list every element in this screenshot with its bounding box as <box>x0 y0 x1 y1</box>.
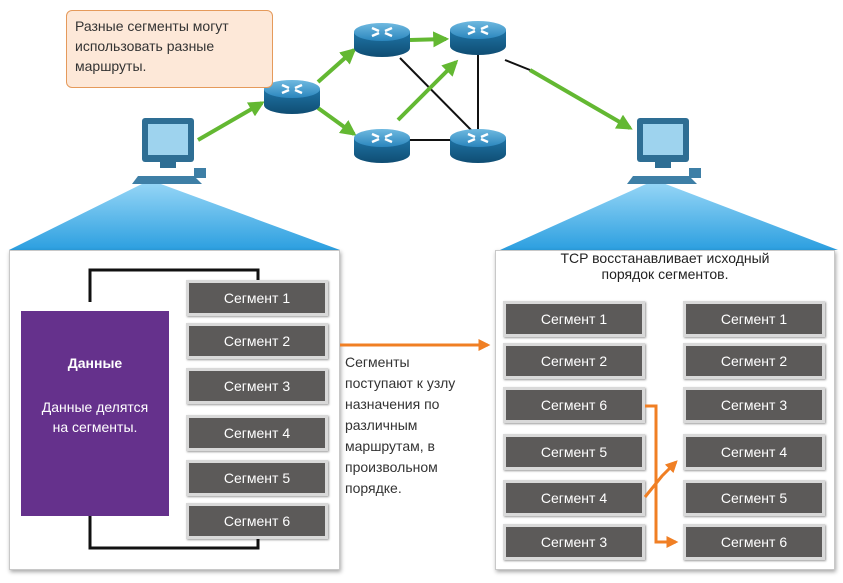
router-icon <box>354 23 410 57</box>
source-segment: Сегмент 2 <box>186 323 328 359</box>
source-computer-icon <box>132 118 206 184</box>
data-block: Данные Данные делятся на сегменты. <box>21 311 169 516</box>
received-segment: Сегмент 6 <box>503 387 645 423</box>
received-segment: Сегмент 5 <box>503 434 645 470</box>
router-icon <box>354 129 410 163</box>
ordered-segment: Сегмент 2 <box>683 343 825 379</box>
ordered-segment: Сегмент 3 <box>683 387 825 423</box>
transit-description: Сегменты поступают к узлу назначения по … <box>345 354 456 496</box>
note-callout: Разные сегменты могут использовать разны… <box>66 10 273 88</box>
destination-beam <box>500 180 838 250</box>
ordered-segment: Сегмент 5 <box>683 480 825 516</box>
received-segment: Сегмент 2 <box>503 343 645 379</box>
ordered-segment: Сегмент 6 <box>683 524 825 560</box>
source-segment: Сегмент 5 <box>186 460 328 496</box>
source-segment: Сегмент 4 <box>186 415 328 451</box>
ordered-segment: Сегмент 4 <box>683 434 825 470</box>
source-segment: Сегмент 1 <box>186 280 328 316</box>
data-description: Данные делятся на сегменты. <box>41 399 149 435</box>
data-title: Данные <box>67 355 123 371</box>
path-arrows <box>196 31 633 142</box>
received-segment: Сегмент 3 <box>503 524 645 560</box>
source-segment: Сегмент 6 <box>186 503 328 539</box>
destination-computer-icon <box>627 118 701 184</box>
received-segment: Сегмент 4 <box>503 480 645 516</box>
router-icon <box>450 21 506 55</box>
source-beam <box>9 180 340 250</box>
source-segment: Сегмент 3 <box>186 368 328 404</box>
router-icon <box>264 80 320 114</box>
ordered-segment: Сегмент 1 <box>683 301 825 337</box>
destination-title: TCP восстанавливает исходный порядок сег… <box>560 250 770 282</box>
received-segment: Сегмент 1 <box>503 301 645 337</box>
router-icon <box>450 129 506 163</box>
